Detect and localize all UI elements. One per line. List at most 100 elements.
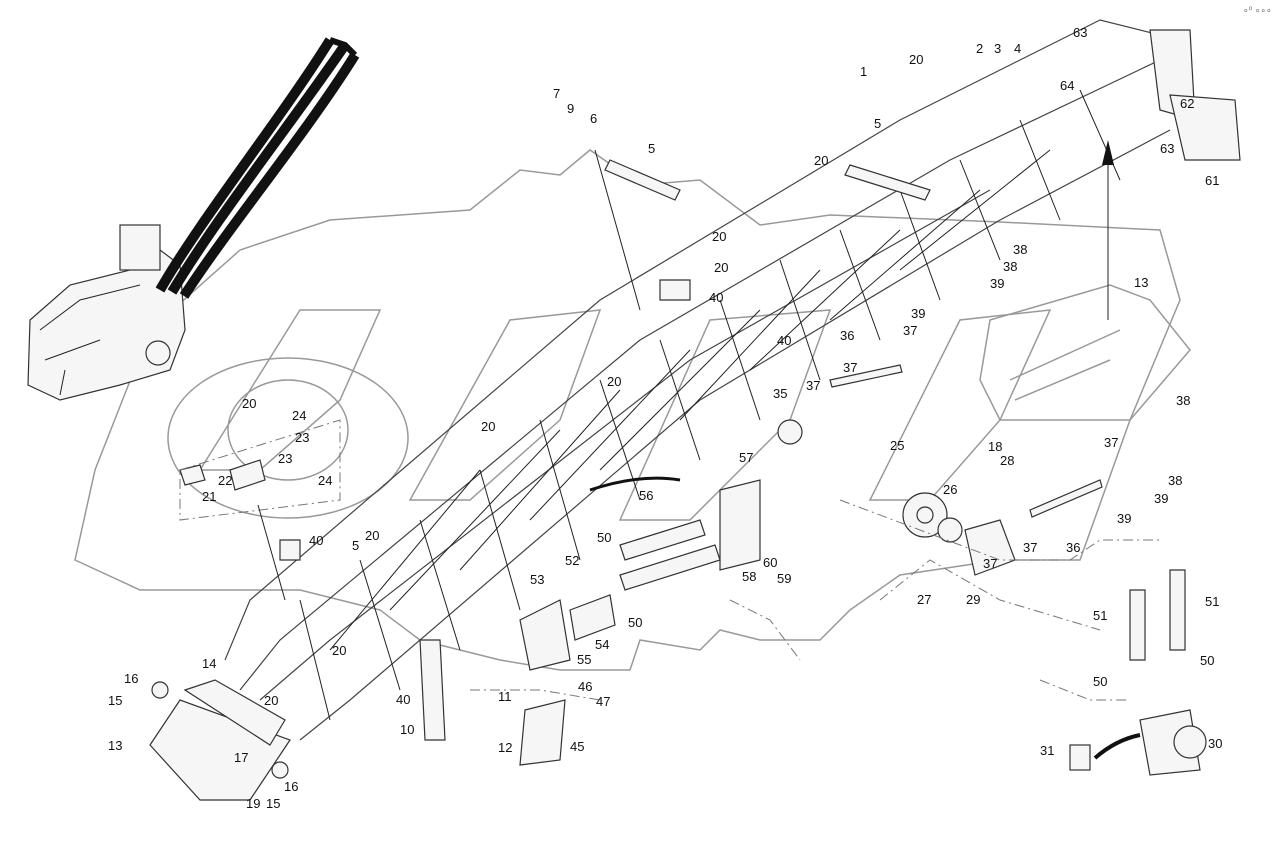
- callout-25: 25: [890, 438, 904, 453]
- callout-7: 7: [553, 86, 560, 101]
- callout-38: 38: [1013, 242, 1027, 257]
- callout-37: 37: [843, 360, 857, 375]
- callout-38: 38: [1168, 473, 1182, 488]
- callout-15: 15: [108, 693, 122, 708]
- callout-10: 10: [400, 722, 414, 737]
- callout-37: 37: [1104, 435, 1118, 450]
- callout-64: 64: [1060, 78, 1074, 93]
- callout-40: 40: [777, 333, 791, 348]
- callout-20: 20: [242, 396, 256, 411]
- callout-20: 20: [607, 374, 621, 389]
- callout-61: 61: [1205, 173, 1219, 188]
- callout-56: 56: [639, 488, 653, 503]
- callout-1: 1: [860, 64, 867, 79]
- callout-39: 39: [1117, 511, 1131, 526]
- callout-23: 23: [278, 451, 292, 466]
- callout-45: 45: [570, 739, 584, 754]
- drive-components: [179, 159, 1207, 776]
- callout-36: 36: [1066, 540, 1080, 555]
- conveyor-belt-section: [979, 284, 1191, 421]
- callout-37: 37: [983, 556, 997, 571]
- callout-63: 63: [1160, 141, 1174, 156]
- callout-19: 19: [246, 796, 260, 811]
- callout-18: 18: [988, 439, 1002, 454]
- callout-63: 63: [1073, 25, 1087, 40]
- callout-20: 20: [264, 693, 278, 708]
- callout-37: 37: [903, 323, 917, 338]
- conveyor-belt-end: [149, 679, 291, 801]
- callout-40: 40: [396, 692, 410, 707]
- watermark-logo: OPEX: [74, 149, 1181, 671]
- callout-29: 29: [966, 592, 980, 607]
- callout-labels: 1 2 3 4 5 5 5 6 7 9 10 11 12 13 13 14 15…: [108, 25, 1222, 811]
- callout-54: 54: [595, 637, 609, 652]
- assembly-lines: [179, 140, 1160, 760]
- callout-58: 58: [742, 569, 756, 584]
- callout-57: 57: [739, 450, 753, 465]
- callout-55: 55: [577, 652, 591, 667]
- callout-21: 21: [202, 489, 216, 504]
- callout-20: 20: [365, 528, 379, 543]
- callout-24: 24: [318, 473, 332, 488]
- callout-40: 40: [309, 533, 323, 548]
- callout-50: 50: [1200, 653, 1214, 668]
- callout-39: 39: [990, 276, 1004, 291]
- callout-50: 50: [1093, 674, 1107, 689]
- callout-12: 12: [498, 740, 512, 755]
- corner-mark: ∘⁰ ∘∘∘: [1243, 5, 1272, 15]
- callout-28: 28: [1000, 453, 1014, 468]
- callout-47: 47: [596, 694, 610, 709]
- callout-23: 23: [295, 430, 309, 445]
- callout-16: 16: [284, 779, 298, 794]
- callout-24: 24: [292, 408, 306, 423]
- callout-14: 14: [202, 656, 216, 671]
- callout-59: 59: [777, 571, 791, 586]
- callout-5: 5: [874, 116, 881, 131]
- callout-38: 38: [1003, 259, 1017, 274]
- callout-16: 16: [124, 671, 138, 686]
- callout-39: 39: [1154, 491, 1168, 506]
- callout-20: 20: [332, 643, 346, 658]
- callout-52: 52: [565, 553, 579, 568]
- callout-11: 11: [498, 689, 512, 704]
- callout-51: 51: [1205, 594, 1219, 609]
- callout-13: 13: [108, 738, 122, 753]
- callout-27: 27: [917, 592, 931, 607]
- callout-51: 51: [1093, 608, 1107, 623]
- callout-60: 60: [763, 555, 777, 570]
- callout-53: 53: [530, 572, 544, 587]
- callout-15: 15: [266, 796, 280, 811]
- callout-50: 50: [597, 530, 611, 545]
- callout-4: 4: [1014, 41, 1021, 56]
- callout-62: 62: [1180, 96, 1194, 111]
- callout-31: 31: [1040, 743, 1054, 758]
- callout-20: 20: [481, 419, 495, 434]
- callout-2: 2: [976, 41, 983, 56]
- callout-50: 50: [628, 615, 642, 630]
- callout-20: 20: [712, 229, 726, 244]
- callout-5: 5: [352, 538, 359, 553]
- callout-30: 30: [1208, 736, 1222, 751]
- callout-20: 20: [814, 153, 828, 168]
- callout-17: 17: [234, 750, 248, 765]
- callout-5: 5: [648, 141, 655, 156]
- callout-40: 40: [709, 290, 723, 305]
- callout-36: 36: [840, 328, 854, 343]
- callout-13: 13: [1134, 275, 1148, 290]
- conveyor-frame: [224, 19, 1241, 741]
- callout-37: 37: [806, 378, 820, 393]
- callout-9: 9: [567, 101, 574, 116]
- watermark-text: OPEX: [420, 412, 448, 423]
- callout-46: 46: [578, 679, 592, 694]
- callout-20: 20: [909, 52, 923, 67]
- callout-6: 6: [590, 111, 597, 126]
- callout-38: 38: [1176, 393, 1190, 408]
- callout-39: 39: [911, 306, 925, 321]
- callout-26: 26: [943, 482, 957, 497]
- machine-illustration: [27, 37, 360, 401]
- callout-35: 35: [773, 386, 787, 401]
- callout-22: 22: [218, 473, 232, 488]
- callout-20: 20: [714, 260, 728, 275]
- callout-37: 37: [1023, 540, 1037, 555]
